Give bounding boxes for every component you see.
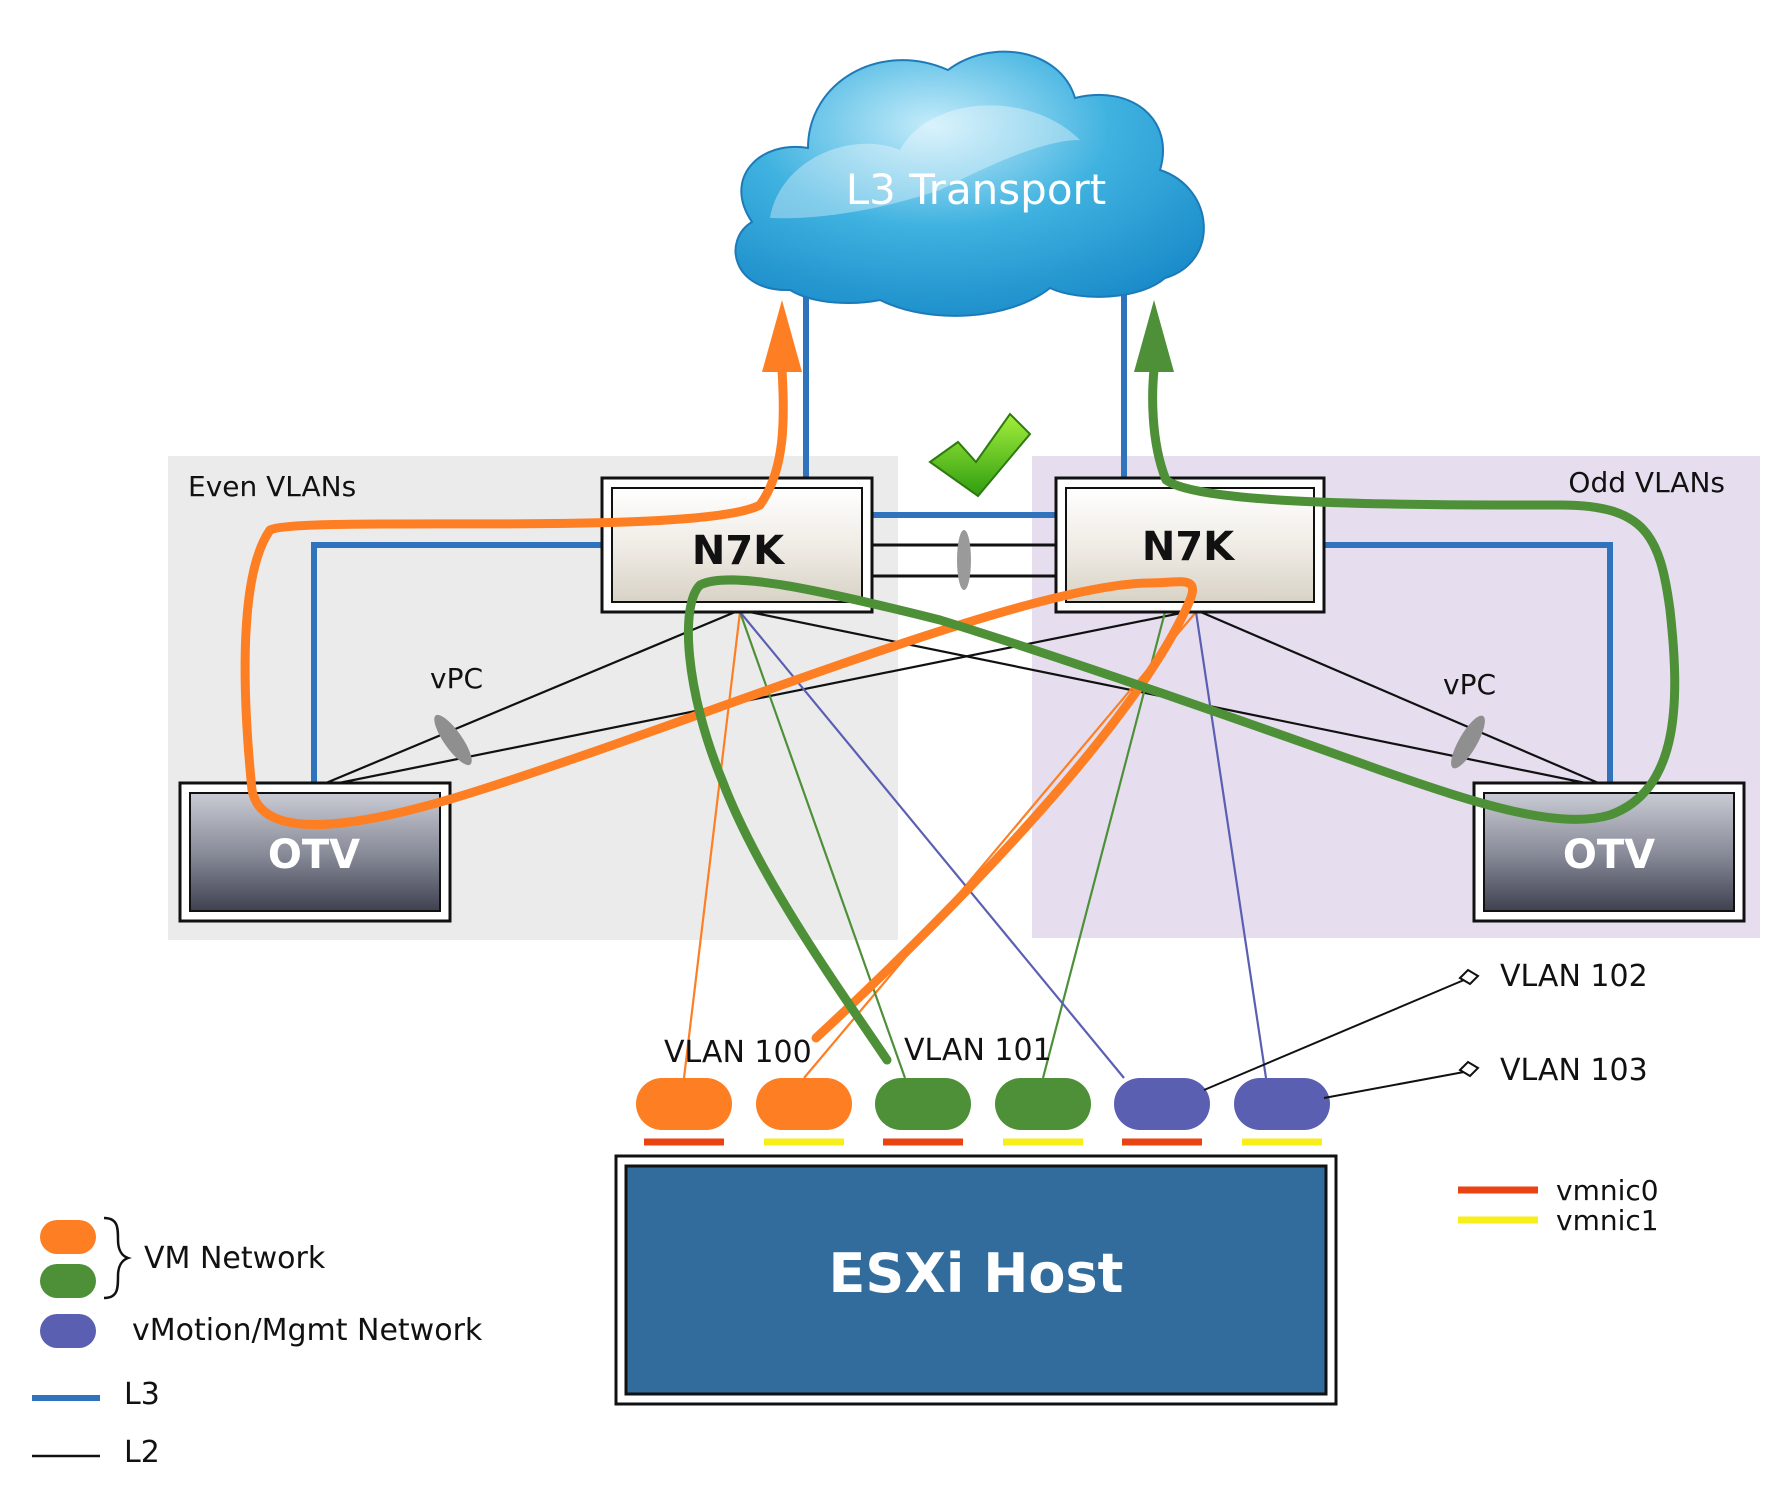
legend-l2-label: L2 [124,1435,160,1470]
l3-transport-cloud: L3 Transport [734,50,1205,317]
vlan100-label: VLAN 100 [664,1035,812,1070]
legend-brace [103,1216,132,1300]
legend-vmotion-label: vMotion/Mgmt Network [132,1313,483,1348]
port-vlan100-vmnic0 [636,1078,732,1130]
legend-orange-swatch [40,1220,96,1254]
even-vlans-label: Even VLANs [188,470,356,503]
port-vlan101-vmnic0 [875,1078,971,1130]
esxi-host-box: ESXi Host [614,1154,1338,1406]
vpc-right-oval [1451,715,1485,769]
legend: VM Network vMotion/Mgmt Network L3 L2 [32,1216,483,1470]
odd-vlans-label: Odd VLANs [1568,466,1725,499]
cloud-label: L3 Transport [846,165,1107,214]
esxi-host-label: ESXi Host [829,1242,1124,1305]
orange-flow-path [240,365,1197,1043]
vmnic1-label: vmnic1 [1556,1204,1659,1237]
green-flow-path [683,365,1680,1065]
legend-green-swatch [40,1264,96,1298]
l3-links [311,280,1613,788]
otv-right-label: OTV [1563,832,1655,878]
n7k-left-switch: N7K [600,476,874,614]
green-arrowhead [1134,300,1174,372]
legend-l3-label: L3 [124,1377,160,1412]
vlan-callout-lines [1203,968,1480,1099]
uplinks-vlan100 [682,611,1197,1079]
vlan103-label: VLAN 103 [1500,1053,1648,1088]
port-vmotion-vmnic0 [1114,1078,1210,1130]
port-vmotion-vmnic1 [1234,1078,1330,1130]
port-vlan101-vmnic1 [995,1078,1091,1130]
vmnic0-label: vmnic0 [1556,1174,1659,1207]
vpc-right-label: vPC [1443,668,1496,701]
otv-right-box: OTV [1472,781,1746,923]
switch-port-channel-oval [957,530,971,590]
checkmark-icon [928,412,1032,498]
port-vlan100-vmnic1 [756,1078,852,1130]
uplinks-vmotion [739,611,1268,1079]
otv-left-label: OTV [268,832,360,878]
vlan101-label: VLAN 101 [904,1033,1052,1068]
orange-arrowhead [762,300,802,372]
vlan102-label: VLAN 102 [1500,959,1648,994]
n7k-left-label: N7K [692,528,786,574]
n7k-right-label: N7K [1142,524,1236,570]
legend-purple-swatch [40,1314,96,1348]
legend-vm-network-label: VM Network [144,1241,326,1276]
vpc-left-label: vPC [430,662,483,695]
vpc-left-oval [434,714,472,766]
otv-left-box: OTV [178,781,452,923]
host-ports [636,1078,1330,1130]
